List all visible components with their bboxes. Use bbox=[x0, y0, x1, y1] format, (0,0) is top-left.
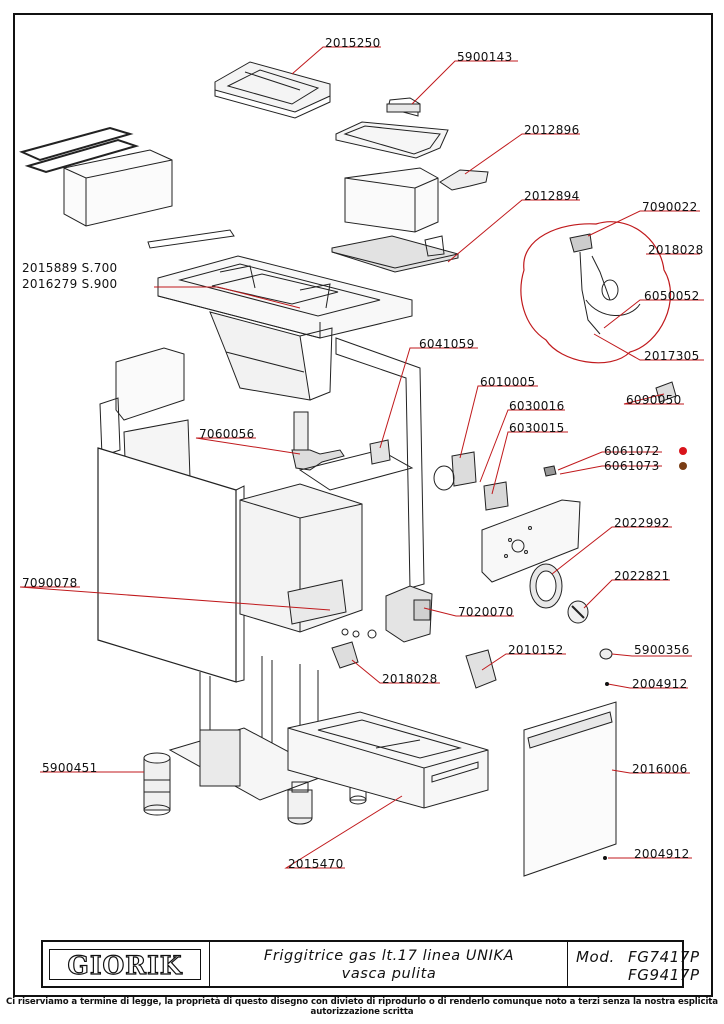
callout-6030015: 6030015 bbox=[509, 421, 565, 435]
callout-2016006: 2016006 bbox=[632, 762, 688, 776]
part-door-2016006 bbox=[523, 701, 617, 877]
callout-leaders bbox=[19, 46, 704, 869]
part-drain-valve bbox=[291, 411, 345, 471]
part-button-5900356 bbox=[599, 648, 613, 660]
part-basket bbox=[344, 167, 489, 233]
callout-6030016: 6030016 bbox=[509, 399, 565, 413]
callout-6041059: 6041059 bbox=[419, 337, 475, 351]
description-cell: Friggitrice gas lt.17 linea UNIKA vasca … bbox=[209, 942, 568, 986]
description-line-1: Friggitrice gas lt.17 linea UNIKA bbox=[263, 948, 515, 964]
part-gas-valve bbox=[385, 585, 433, 643]
callout-6061072: 6061072 bbox=[604, 444, 660, 458]
callout-7020070: 7020070 bbox=[458, 605, 514, 619]
red-indicator-dot bbox=[679, 447, 687, 455]
callout-7090022: 7090022 bbox=[642, 200, 698, 214]
callout-2012896: 2012896 bbox=[524, 123, 580, 137]
callout-7090078: 7090078 bbox=[22, 576, 78, 590]
screw-dot-upper bbox=[605, 682, 609, 686]
part-small-components bbox=[341, 381, 677, 689]
giorik-logo: GIORIK bbox=[49, 949, 201, 981]
part-thermostat-detail bbox=[520, 221, 672, 364]
callout-7060056: 7060056 bbox=[199, 427, 255, 441]
callout-6090050: 6090050 bbox=[626, 393, 682, 407]
brown-indicator-dot bbox=[679, 462, 687, 470]
screw-dot-lower bbox=[603, 856, 607, 860]
part-body-frame bbox=[97, 337, 425, 683]
model-label: Mod. bbox=[576, 948, 615, 966]
part-grid-2012894 bbox=[331, 235, 459, 273]
callout-2012894: 2012894 bbox=[524, 189, 580, 203]
model-cell: Mod. FG7417P FG9417P bbox=[567, 942, 699, 986]
part-lid-2015250 bbox=[214, 61, 331, 119]
callout-2018028-detail: 2018028 bbox=[648, 243, 704, 257]
part-control-panel bbox=[481, 499, 581, 583]
logo-cell: GIORIK bbox=[43, 942, 209, 986]
callout-2022992: 2022992 bbox=[614, 516, 670, 530]
part-knob-ring bbox=[529, 563, 563, 609]
callout-2016279: 2016279 S.900 bbox=[22, 277, 118, 291]
callout-5900143: 5900143 bbox=[457, 50, 513, 64]
part-base-frame bbox=[168, 656, 367, 825]
page-border bbox=[13, 13, 713, 997]
title-block: GIORIK Friggitrice gas lt.17 linea UNIKA… bbox=[41, 940, 699, 988]
model-number-1: FG7417P bbox=[628, 948, 700, 966]
model-number-2: FG9417P bbox=[628, 966, 700, 984]
callout-5900356: 5900356 bbox=[634, 643, 690, 657]
description-line-2: vasca pulita bbox=[341, 966, 437, 982]
callout-2004912-upper: 2004912 bbox=[632, 677, 688, 691]
part-knob-2022821 bbox=[567, 600, 589, 624]
part-handle-5900143 bbox=[386, 97, 421, 117]
callout-5900451: 5900451 bbox=[42, 761, 98, 775]
callout-6061073: 6061073 bbox=[604, 459, 660, 473]
callout-2022821: 2022821 bbox=[614, 569, 670, 583]
callout-2015250: 2015250 bbox=[325, 36, 381, 50]
callout-6010005: 6010005 bbox=[480, 375, 536, 389]
part-oil-drawer bbox=[287, 711, 489, 809]
part-flue-box bbox=[19, 126, 235, 249]
callout-6050052: 6050052 bbox=[644, 289, 700, 303]
callout-2017305: 2017305 bbox=[644, 349, 700, 363]
callout-2015470: 2015470 bbox=[288, 857, 344, 871]
part-top-deck bbox=[157, 255, 413, 401]
callout-2015889: 2015889 S.700 bbox=[22, 261, 118, 275]
copyright-disclaimer: Ci riserviamo a termine di legge, la pro… bbox=[5, 997, 718, 1017]
part-cover-2012896 bbox=[335, 121, 449, 159]
callout-2010152: 2010152 bbox=[508, 643, 564, 657]
callout-2004912-lower: 2004912 bbox=[634, 847, 690, 861]
logo-text: GIORIK bbox=[67, 950, 183, 980]
part-thermostat-lower bbox=[331, 641, 359, 669]
callout-2018028-lower: 2018028 bbox=[382, 672, 438, 686]
part-foot-5900451 bbox=[143, 752, 171, 816]
